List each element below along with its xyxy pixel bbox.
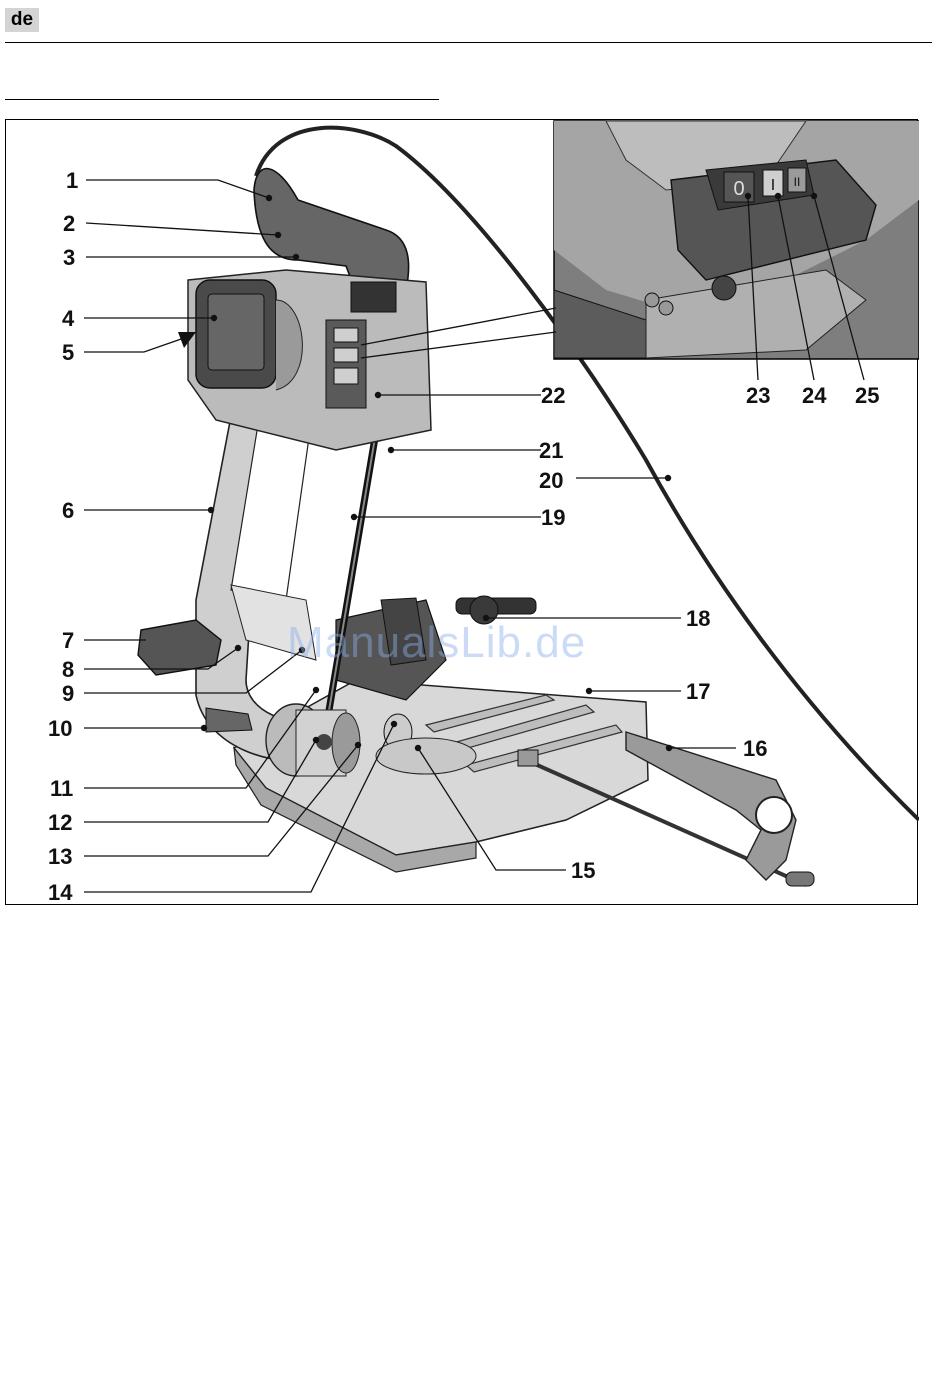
- callout-25: 25: [855, 383, 879, 408]
- callout-15: 15: [571, 858, 595, 883]
- callout-10: 10: [48, 716, 72, 741]
- pivot-base: [376, 738, 476, 774]
- callout-1: 1: [66, 168, 78, 193]
- callout-24: 24: [802, 383, 827, 408]
- vise: [336, 596, 536, 700]
- callout-21: 21: [539, 438, 563, 463]
- callout-22: 22: [541, 383, 565, 408]
- callout-2: 2: [63, 211, 75, 236]
- header-rule: [5, 42, 932, 43]
- callout-8: 8: [62, 657, 74, 682]
- section-rule: [5, 99, 439, 100]
- switch-off-label: 0: [733, 178, 744, 200]
- callout-5: 5: [62, 340, 74, 365]
- callout-20: 20: [539, 468, 563, 493]
- callout-3: 3: [63, 245, 75, 270]
- callout-6: 6: [62, 498, 74, 523]
- callout-12: 12: [48, 810, 72, 835]
- callout-7: 7: [62, 628, 74, 653]
- language-tag: de: [5, 8, 39, 32]
- tool-illustration: 0 I II: [6, 120, 919, 906]
- motor-housing: [188, 270, 431, 450]
- callout-23: 23: [746, 383, 770, 408]
- callout-11: 11: [50, 776, 73, 801]
- switch-speed-label: II: [794, 175, 801, 189]
- tool-figure: 0 I II: [5, 119, 918, 905]
- callout-9: 9: [62, 681, 74, 706]
- switch-detail-inset: 0 I II: [554, 121, 919, 359]
- callout-19: 19: [541, 505, 565, 530]
- callout-13: 13: [48, 844, 72, 869]
- callout-16: 16: [743, 736, 767, 761]
- switch-on-label: I: [771, 177, 775, 194]
- callout-4: 4: [62, 306, 75, 331]
- callout-14: 14: [48, 880, 73, 905]
- callout-18: 18: [686, 606, 710, 631]
- callout-17: 17: [686, 679, 710, 704]
